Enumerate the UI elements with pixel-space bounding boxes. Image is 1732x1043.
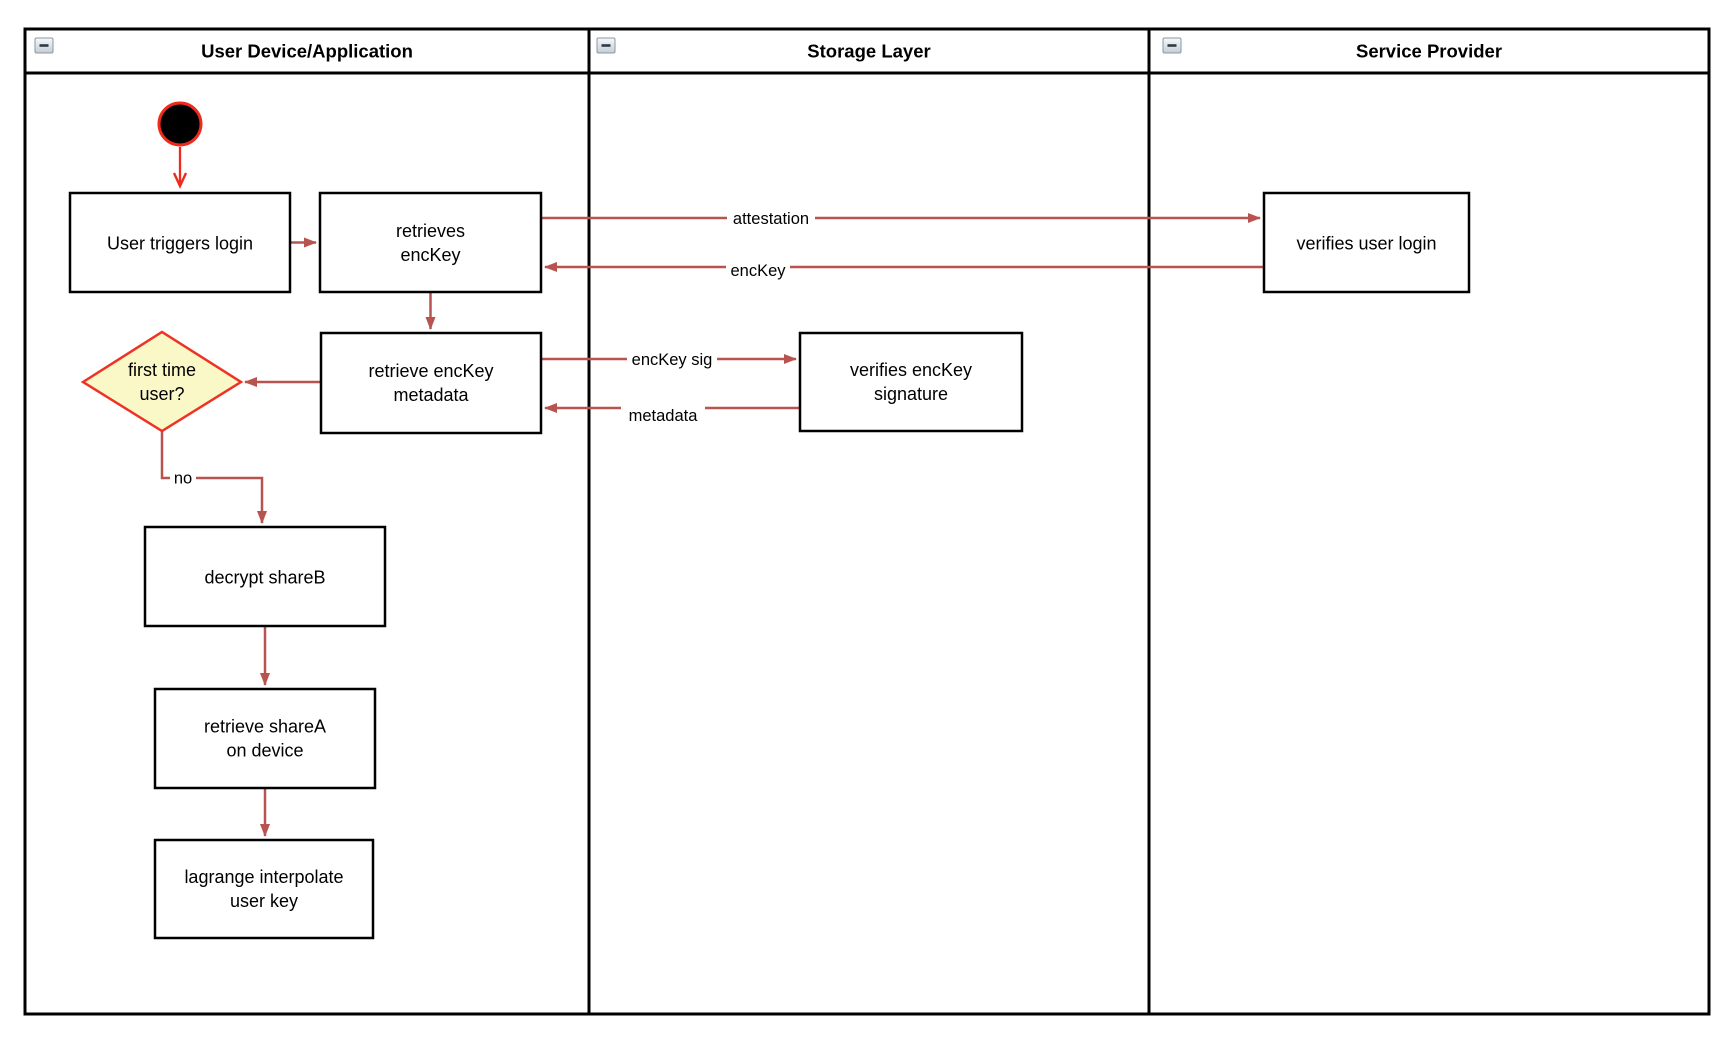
start-node xyxy=(157,101,203,147)
svg-text:metadata: metadata xyxy=(393,385,469,405)
svg-text:retrieves: retrieves xyxy=(396,221,465,241)
node-retrieve-enckey-metadata: retrieve encKey metadata xyxy=(319,331,543,435)
decision-first-time-user: first time user? xyxy=(80,330,244,433)
svg-text:metadata: metadata xyxy=(629,407,699,425)
svg-text:first time: first time xyxy=(128,360,196,380)
svg-text:retrieve shareA: retrieve shareA xyxy=(204,717,326,737)
svg-text:user key: user key xyxy=(230,891,298,911)
svg-text:verifies user login: verifies user login xyxy=(1296,234,1436,254)
lane-title-user-device: User Device/Application xyxy=(201,41,413,62)
collapse-lane-3-button[interactable] xyxy=(1162,37,1182,54)
edge-label-no: no xyxy=(170,469,196,488)
svg-text:encKey: encKey xyxy=(730,262,786,280)
edge-label-attestation: attestation xyxy=(727,208,815,228)
edge-label-enckey-sig: encKey sig xyxy=(627,349,717,369)
svg-text:retrieve encKey: retrieve encKey xyxy=(368,361,493,381)
node-user-triggers-login: User triggers login xyxy=(68,191,292,294)
svg-text:verifies encKey: verifies encKey xyxy=(850,360,972,380)
node-retrieves-enckey: retrieves encKey xyxy=(318,191,543,294)
collapse-lane-2-button[interactable] xyxy=(596,37,616,54)
edge-label-metadata: metadata xyxy=(621,405,705,425)
node-verifies-enckey-signature: verifies encKey signature xyxy=(798,331,1024,433)
node-verifies-user-login: verifies user login xyxy=(1262,191,1471,294)
svg-text:on device: on device xyxy=(226,741,303,761)
node-retrieve-sharea: retrieve shareA on device xyxy=(153,687,377,790)
node-lagrange-interpolate: lagrange interpolate user key xyxy=(153,838,375,940)
svg-text:decrypt shareB: decrypt shareB xyxy=(204,568,325,588)
svg-text:User triggers login: User triggers login xyxy=(107,234,253,254)
lane-title-storage-layer: Storage Layer xyxy=(807,41,930,62)
svg-text:encKey: encKey xyxy=(400,245,460,265)
svg-text:encKey sig: encKey sig xyxy=(632,351,713,369)
lane-title-service-provider: Service Provider xyxy=(1356,41,1502,62)
svg-text:signature: signature xyxy=(874,384,948,404)
collapse-lane-1-button[interactable] xyxy=(34,37,54,54)
edge-label-enckey: encKey xyxy=(726,260,790,280)
svg-text:lagrange interpolate: lagrange interpolate xyxy=(184,867,343,887)
svg-text:no: no xyxy=(174,470,192,488)
node-decrypt-shareb: decrypt shareB xyxy=(143,525,387,628)
svg-text:user?: user? xyxy=(139,384,184,404)
svg-text:attestation: attestation xyxy=(733,210,809,228)
edge-decision-no xyxy=(160,431,267,524)
